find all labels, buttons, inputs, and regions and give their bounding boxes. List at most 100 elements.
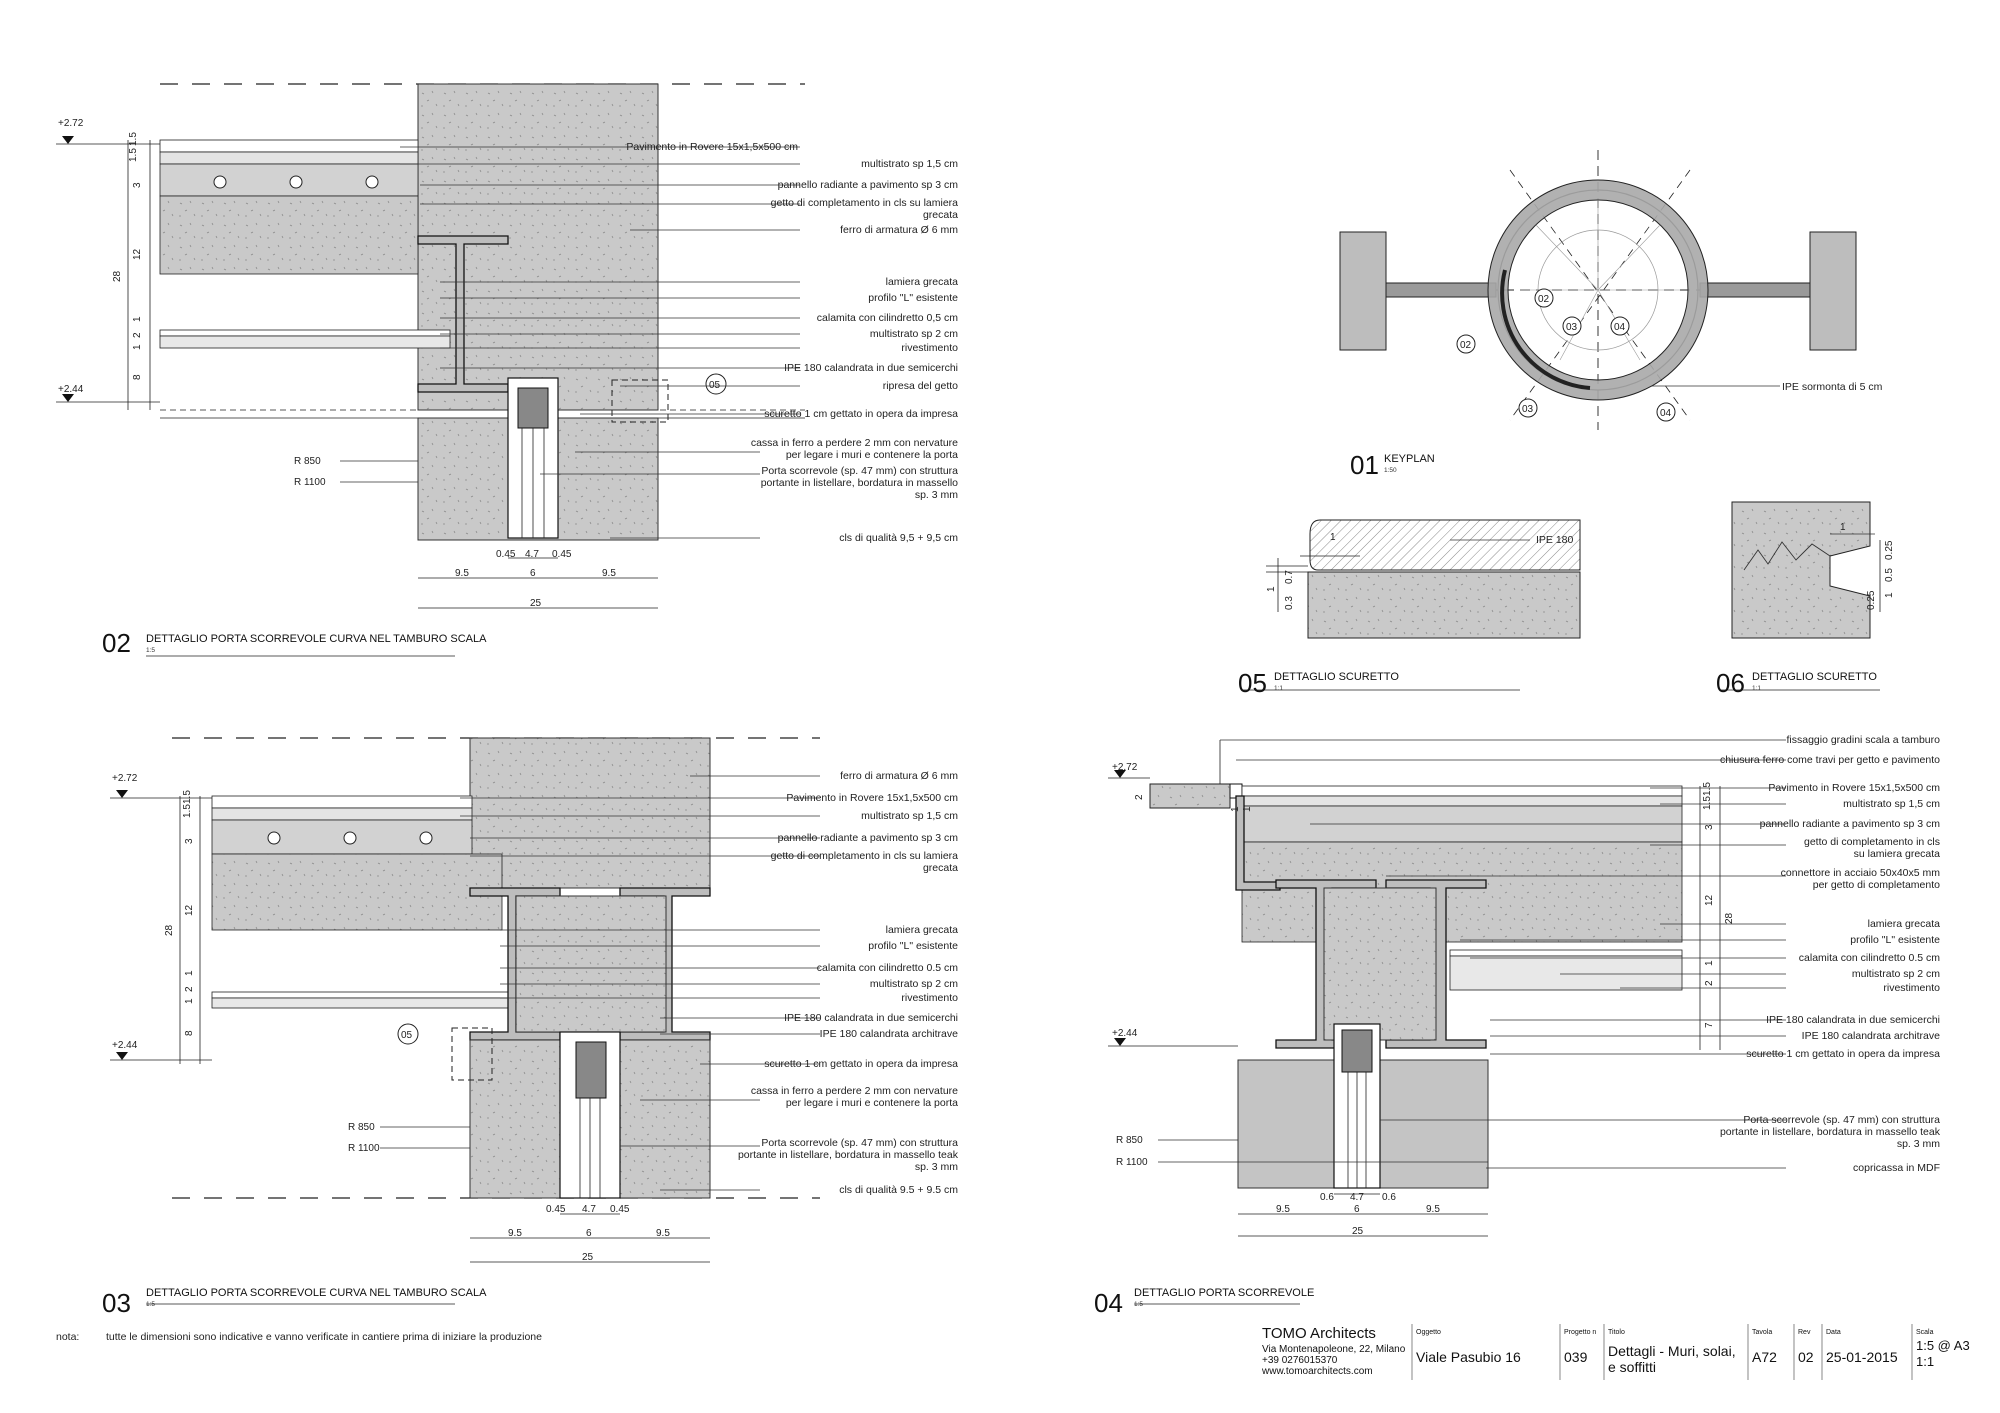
tb-phone: +39 0276015370 xyxy=(1262,1355,1338,1366)
d04-radius: R 1100 xyxy=(1116,1157,1148,1168)
tb-titolo-label: Titolo xyxy=(1608,1329,1625,1336)
d02-note: portante in listellare, bordatura in mas… xyxy=(761,477,958,489)
d04-radius: R 850 xyxy=(1116,1135,1143,1146)
d02-note: ripresa del getto xyxy=(883,380,958,392)
d03-note: rivestimento xyxy=(901,992,958,1004)
d01-number: 01 xyxy=(1350,450,1379,480)
d03-note: multistrato sp 2 cm xyxy=(870,978,958,990)
d02-note: ferro di armatura Ø 6 mm xyxy=(840,224,958,236)
tb-scala-label: Scala xyxy=(1916,1329,1934,1336)
d02-note: multistrato sp 2 cm xyxy=(870,328,958,340)
d03-vdim: 1.5 xyxy=(182,804,193,818)
d05-dim: 1 xyxy=(1330,532,1336,543)
d04-hdim: 0.6 xyxy=(1320,1192,1334,1203)
d04-note: profilo "L" esistente xyxy=(1850,934,1940,946)
d02-note: pannello radiante a pavimento sp 3 cm xyxy=(778,179,959,191)
d02-hdim: 25 xyxy=(530,598,542,609)
d03-note: sp. 3 mm xyxy=(915,1161,958,1173)
d03-level: +2.44 xyxy=(112,1040,138,1051)
d04-hdim: 6 xyxy=(1354,1204,1360,1215)
d04-vdim: 2 xyxy=(1134,794,1145,800)
d03-note: Pavimento in Rovere 15x1,5x500 cm xyxy=(786,792,958,804)
tb-tavola: A72 xyxy=(1752,1349,1777,1365)
d02-note: rivestimento xyxy=(901,342,958,354)
d02-hdim: 6 xyxy=(530,568,536,579)
d01-title: KEYPLAN xyxy=(1384,453,1435,465)
d03-note: per legare i muri e contenere la porta xyxy=(786,1097,958,1109)
d01-marker: 02 xyxy=(1538,294,1550,305)
d03-vdim: 1 xyxy=(184,998,195,1004)
d03-note: cls di qualità 9.5 + 9.5 cm xyxy=(839,1184,958,1196)
d03-hdim: 0.45 xyxy=(546,1204,566,1215)
d04-note: IPE 180 calandrata architrave xyxy=(1802,1030,1940,1042)
d03-note: getto di completamento in cls su lamiera xyxy=(771,850,958,862)
d06-dim: 0.25 xyxy=(1866,590,1877,610)
d06-number: 06 xyxy=(1716,668,1745,698)
tb-scala-1: 1:5 @ A3 xyxy=(1916,1338,1970,1353)
d02-hdim: 9.5 xyxy=(602,568,616,579)
d02-note: Porta scorrevole (sp. 47 mm) con struttu… xyxy=(761,465,958,477)
d02-note: lamiera grecata xyxy=(886,276,959,288)
d04-note: lamiera grecata xyxy=(1868,918,1941,930)
d03-hdim: 9.5 xyxy=(656,1228,670,1239)
d02-callout: 05 xyxy=(709,380,721,391)
d03-level: +2.72 xyxy=(112,773,138,784)
tb-tavola-label: Tavola xyxy=(1752,1329,1772,1336)
d03-radius: R 1100 xyxy=(348,1143,380,1154)
d02-vdim: 3 xyxy=(132,182,143,188)
d04-hdim: 0.6 xyxy=(1382,1192,1396,1203)
d04-note: pannello radiante a pavimento sp 3 cm xyxy=(1760,818,1941,830)
d02-hdim: 0.45 xyxy=(496,549,516,560)
d03-vdim: 8 xyxy=(184,1030,195,1036)
d04-note: copricassa in MDF xyxy=(1853,1162,1940,1174)
d02-scale: 1:5 xyxy=(146,647,155,654)
d04-hdim: 9.5 xyxy=(1426,1204,1440,1215)
detail-05 xyxy=(1242,519,1581,691)
d04-note: su lamiera grecata xyxy=(1854,848,1941,860)
d04-note: Pavimento in Rovere 15x1,5x500 cm xyxy=(1768,782,1940,794)
d02-vdim: 2 xyxy=(132,332,143,338)
d02-radius: R 1100 xyxy=(294,477,326,488)
d03-note: calamita con cilindretto 0.5 cm xyxy=(817,962,958,974)
d02-note: sp. 3 mm xyxy=(915,489,958,501)
d04-vdim: 2 xyxy=(1704,980,1715,986)
d03-hdim: 25 xyxy=(582,1252,594,1263)
d04-note: chiusura ferro come travi per getto e pa… xyxy=(1720,754,1940,766)
d02-level: +2.44 xyxy=(58,384,84,395)
d05-scale: 1:1 xyxy=(1274,685,1283,692)
d03-vdim: 2 xyxy=(184,986,195,992)
d03-vdim: 1.5 xyxy=(182,790,193,804)
d03-hdim: 0.45 xyxy=(610,1204,630,1215)
d04-vdim: 1 xyxy=(1230,806,1241,812)
title-block xyxy=(1411,1324,1913,1380)
d02-radius: R 850 xyxy=(294,456,321,467)
d04-vdim: 1.5 xyxy=(1702,782,1713,796)
d04-vdim: 1 xyxy=(1704,960,1715,966)
d02-vdim: 1.5 xyxy=(128,132,139,146)
tb-scala-2: 1:1 xyxy=(1916,1354,1934,1369)
d02-vdim: 1.5 xyxy=(128,148,139,162)
d02-title: DETTAGLIO PORTA SCORREVOLE CURVA NEL TAM… xyxy=(146,633,487,645)
d03-note: Porta scorrevole (sp. 47 mm) con struttu… xyxy=(761,1137,958,1149)
d03-vdim: 28 xyxy=(164,924,175,936)
d04-title: DETTAGLIO PORTA SCORREVOLE xyxy=(1134,1287,1314,1299)
footer-note-text: tutte le dimensioni sono indicative e va… xyxy=(106,1331,542,1343)
d04-note: IPE 180 calandrata in due semicerchi xyxy=(1766,1014,1940,1026)
d02-note: calamita con cilindretto 0,5 cm xyxy=(817,312,958,324)
d03-scale: 1:5 xyxy=(146,1301,155,1308)
tb-rev: 02 xyxy=(1798,1349,1814,1365)
tb-titolo-1: Dettagli - Muri, solai, xyxy=(1608,1343,1736,1359)
d03-radius: R 850 xyxy=(348,1122,375,1133)
tb-titolo-2: e soffitti xyxy=(1608,1359,1656,1375)
d04-note: multistrato sp 2 cm xyxy=(1852,968,1940,980)
d02-note: multistrato sp 1,5 cm xyxy=(861,158,958,170)
d06-dim: 0.25 xyxy=(1884,540,1895,560)
detail-06 xyxy=(1720,501,1881,691)
tb-progetto: 039 xyxy=(1564,1349,1588,1365)
detail-01-keyplan xyxy=(1339,150,1857,430)
d02-hdim: 9.5 xyxy=(455,568,469,579)
d02-note: cassa in ferro a perdere 2 mm con nervat… xyxy=(751,437,958,449)
tb-data: 25-01-2015 xyxy=(1826,1349,1898,1365)
d04-hdim: 4.7 xyxy=(1350,1192,1364,1203)
